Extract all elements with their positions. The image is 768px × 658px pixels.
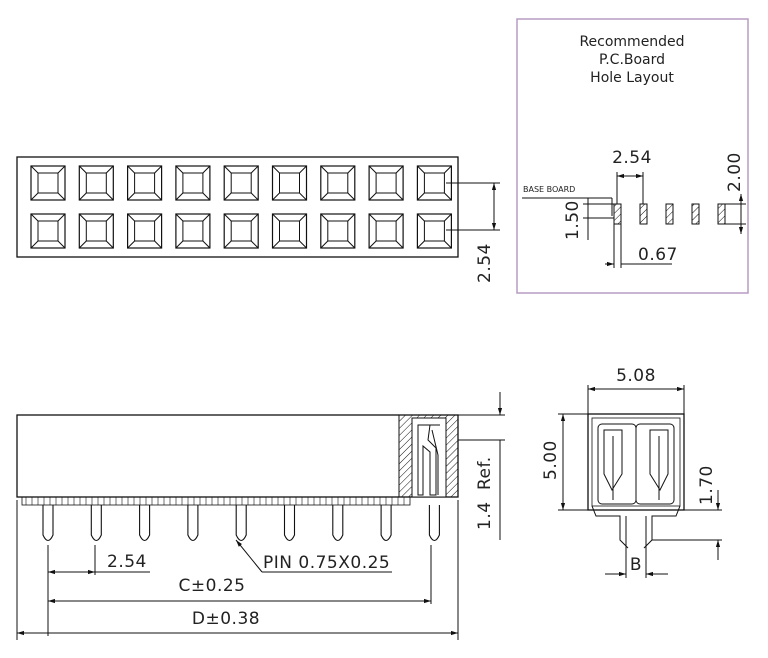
front-view-body	[16, 414, 459, 498]
pcb-hole-label: 0.67	[638, 245, 678, 265]
contact-cell	[78, 165, 114, 201]
pcb-hole	[639, 203, 648, 225]
pcb-title-line2: P.C.Board	[599, 52, 665, 68]
contact-cell	[30, 213, 66, 249]
pin	[235, 505, 247, 542]
pcb-hole	[613, 203, 622, 225]
pin	[428, 505, 440, 542]
contact-cell	[126, 213, 163, 249]
pcb-pitch-label: 2.54	[612, 148, 652, 168]
side-view: 5.08 5.00 1.70 B	[541, 366, 722, 578]
front-pitch-label: 2.54	[107, 552, 147, 572]
contact-cell	[320, 165, 356, 201]
contact-cell	[175, 213, 211, 249]
pin	[187, 505, 199, 542]
contact-cell	[271, 213, 308, 249]
side-view-body	[587, 413, 685, 511]
pcb-layout-border	[516, 18, 749, 294]
side-standoff-label: 1.70	[697, 465, 717, 505]
contact-cell	[223, 213, 259, 249]
pcb-depth-label: 1.50	[563, 200, 583, 240]
contact-cell	[30, 165, 66, 201]
side-height-label: 5.00	[541, 440, 561, 480]
top-view: 2.54	[16, 156, 500, 283]
pin	[380, 505, 392, 542]
contact-cell	[78, 213, 114, 249]
pin	[42, 505, 54, 542]
side-b-label: B	[630, 555, 642, 575]
contact-cell	[368, 165, 404, 201]
pcb-offset-label: 2.00	[725, 152, 745, 192]
pin	[139, 505, 151, 542]
front-tail-label: 1.4	[475, 501, 495, 530]
contact-cell	[223, 165, 259, 201]
top-view-body	[16, 156, 459, 258]
pcb-holes	[613, 203, 726, 225]
contact-cell	[175, 165, 211, 201]
front-pins	[42, 505, 440, 542]
contact-cell	[126, 165, 163, 201]
pin-spec-label: PIN 0.75X0.25	[263, 553, 390, 573]
contact-cells	[30, 165, 452, 249]
pcb-title-line1: Recommended	[579, 34, 684, 50]
pcb-title-line3: Hole Layout	[590, 70, 674, 86]
contact-cell	[368, 213, 404, 249]
pin	[332, 505, 344, 542]
contact-cell	[320, 213, 356, 249]
pcb-layout-panel: Recommended P.C.Board Hole Layout BASE B…	[516, 18, 749, 294]
pcb-hole	[717, 203, 726, 225]
front-view-base	[21, 496, 411, 506]
d-dim-label: D±0.38	[192, 609, 260, 629]
top-pitch-label: 2.54	[475, 243, 495, 283]
contact-cell	[271, 165, 308, 201]
pin	[283, 505, 296, 542]
contact-cell	[416, 213, 452, 249]
side-width-label: 5.08	[616, 366, 656, 386]
base-board-label: BASE BOARD	[523, 185, 575, 194]
pin	[90, 505, 102, 542]
pcb-hole	[665, 203, 674, 225]
front-ref-label: Ref.	[475, 456, 495, 490]
pcb-hole	[691, 203, 700, 225]
front-view: Ref. 1.4 2.54 PIN 0.75X0.25 C±0.25 D±0.3…	[16, 392, 505, 640]
c-dim-label: C±0.25	[179, 576, 246, 596]
